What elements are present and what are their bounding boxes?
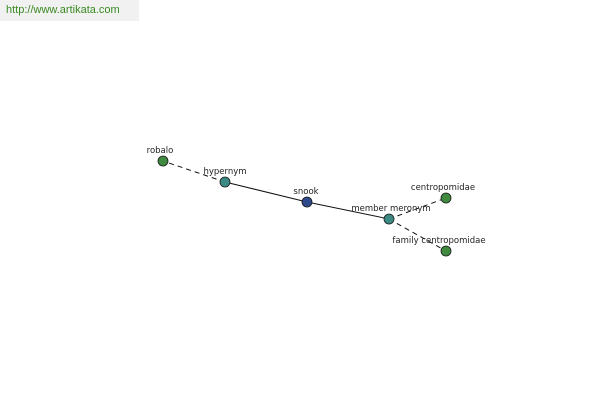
edges-layer [162, 160, 447, 252]
node-circle-robalo[interactable] [157, 155, 169, 167]
node-circle-family-centropomidae[interactable] [440, 245, 452, 257]
node-circle-snook[interactable] [301, 196, 313, 208]
node-snook[interactable]: snook [293, 187, 319, 208]
node-label-snook: snook [293, 187, 318, 197]
node-label-robalo: robalo [147, 146, 174, 156]
node-label-member-meronym: member meronym [351, 204, 430, 214]
node-circle-member-meronym[interactable] [383, 213, 395, 225]
source-link[interactable]: http://www.artikata.com [6, 4, 120, 16]
node-hypernym[interactable]: hypernym [203, 167, 247, 188]
node-circle-centropomidae[interactable] [440, 192, 452, 204]
nodes-layer: snook hypernym member meronym robalo centrop… [147, 146, 486, 257]
edge-hypernym-robalo [162, 160, 226, 183]
node-family-centropomidae[interactable]: family centropomidae [392, 236, 486, 257]
edge-member-meronym-family-centropomidae [388, 218, 447, 252]
node-label-centropomidae: centropomidae [411, 183, 475, 193]
edge-snook-member-meronym [306, 201, 390, 220]
node-centropomidae[interactable]: centropomidae [411, 183, 475, 204]
node-member-meronym[interactable]: member meronym [351, 204, 431, 225]
source-banner: http://www.artikata.com [0, 0, 139, 21]
node-circle-hypernym[interactable] [219, 176, 231, 188]
edge-snook-hypernym [224, 181, 308, 203]
node-label-hypernym: hypernym [203, 167, 246, 177]
node-robalo[interactable]: robalo [147, 146, 174, 167]
edge-member-meronym-centropomidae [388, 197, 447, 220]
node-label-family-centropomidae: family centropomidae [392, 236, 485, 246]
